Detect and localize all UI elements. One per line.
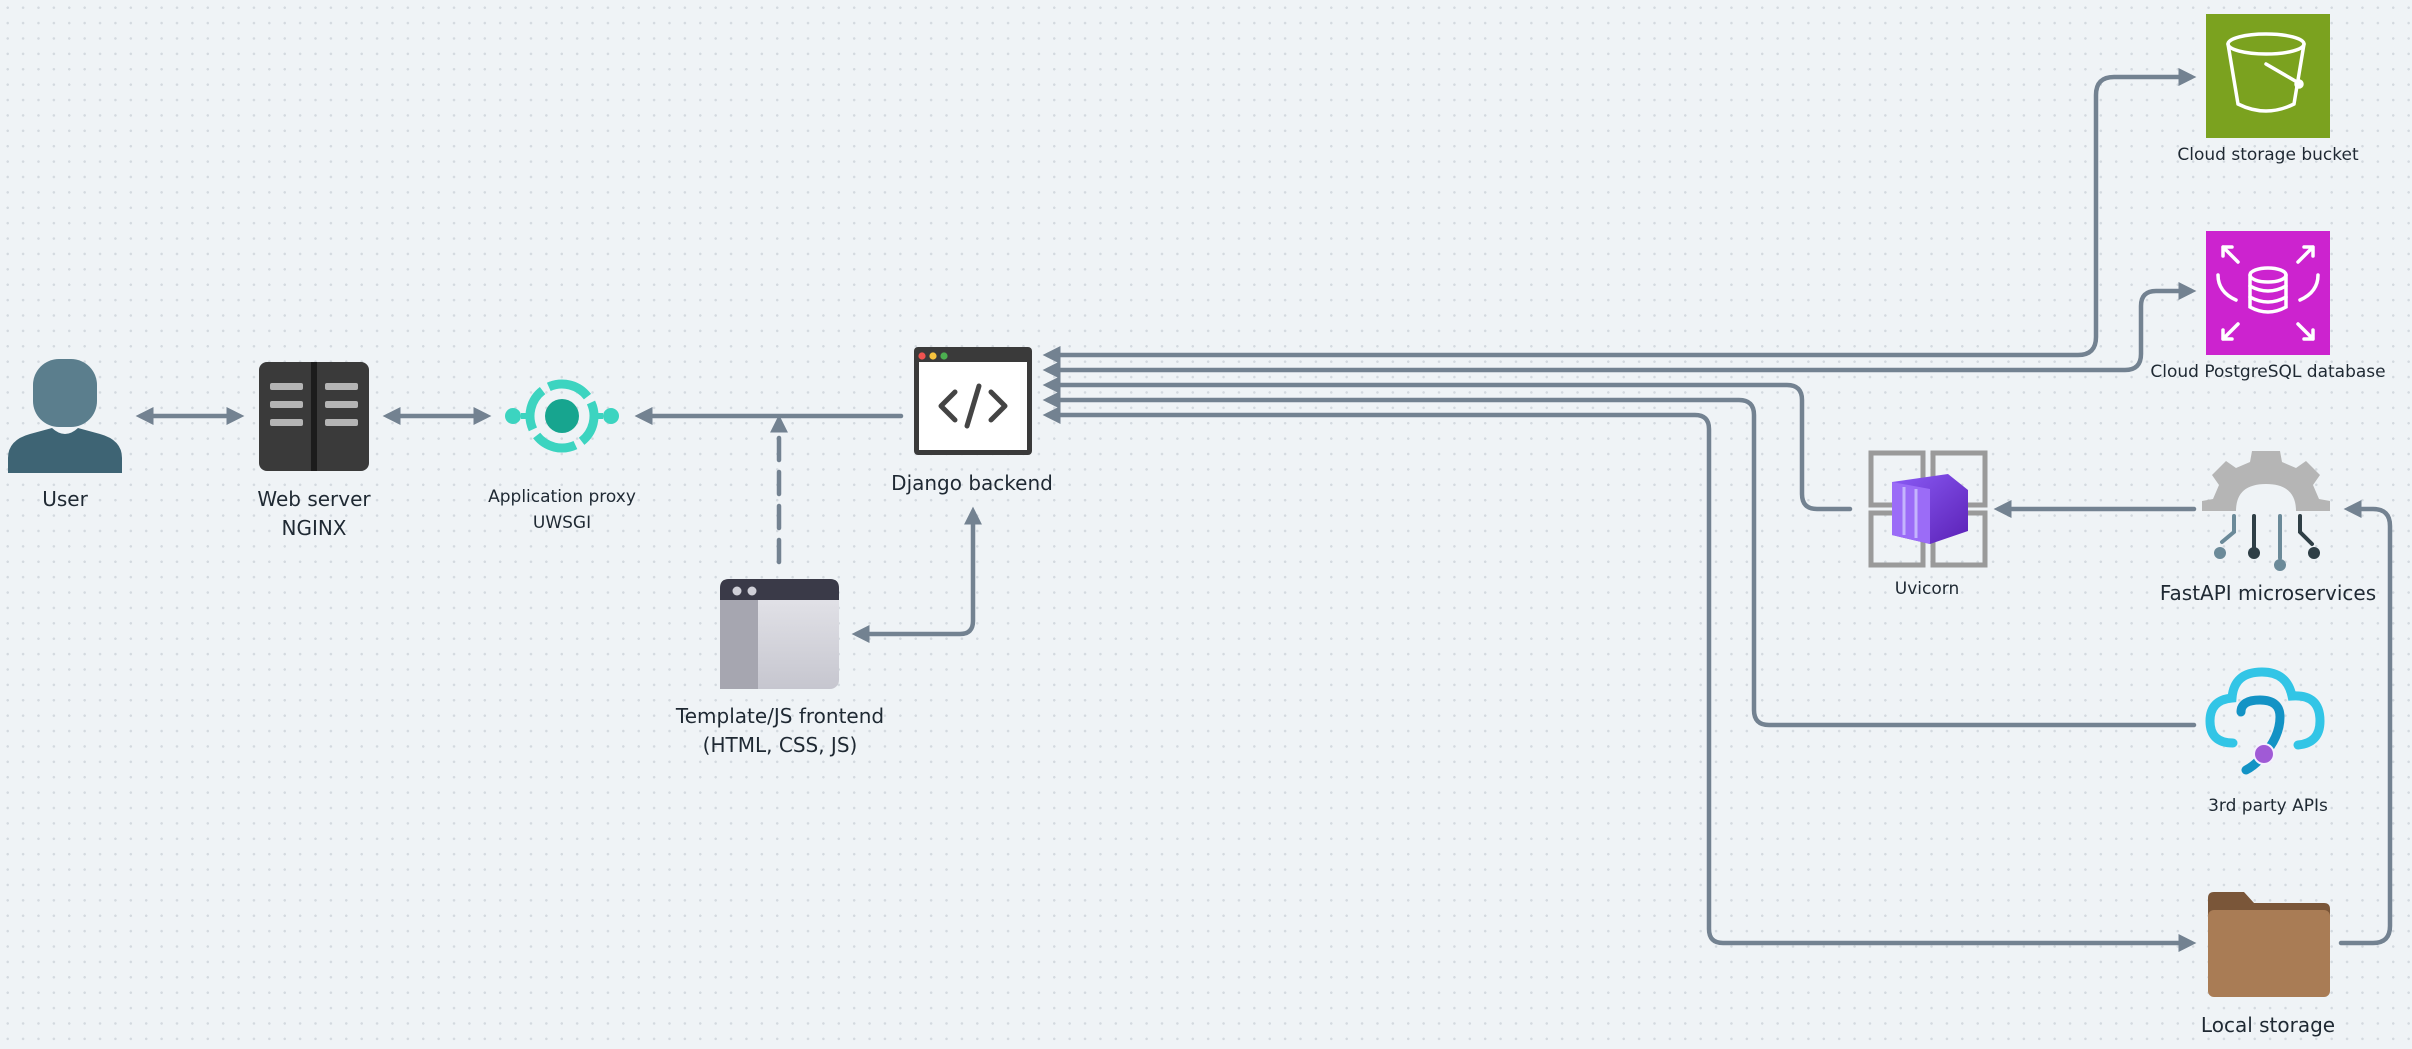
fastapi-label-text: FastAPI microservices [2159, 581, 2377, 605]
uvicorn-label: Uvicorn [1895, 577, 1959, 602]
local-storage-label-text: Local storage [2200, 1013, 2336, 1037]
apis-label-text: 3rd party APIs [2208, 796, 2328, 816]
local-storage-folder-icon [2208, 892, 2330, 997]
postgres-label: Cloud PostgreSQL database [2150, 360, 2385, 385]
edge-local-fastapi [2338, 500, 2393, 946]
edge-uvicorn-django [1042, 376, 1853, 512]
edge-django-local [1042, 406, 2197, 952]
edge-django-postgres [1042, 282, 2197, 379]
user-label-text: User [42, 487, 88, 511]
user-icon [8, 359, 122, 473]
edge-apis-django [1042, 391, 2197, 728]
bucket-label-text: Cloud storage bucket [2177, 145, 2359, 165]
uvicorn-label-text: Uvicorn [1894, 579, 1960, 599]
user-label: User [42, 485, 88, 514]
frontend-window-icon [720, 579, 839, 689]
django-label-text: Django backend [891, 471, 1053, 495]
postgres-label-text: Cloud PostgreSQL database [2150, 362, 2386, 382]
frontend-label: Template/JS frontend (HTML, CSS, JS) [676, 702, 884, 760]
django-code-window-icon [914, 347, 1032, 455]
nginx-label: Web server NGINX [257, 485, 370, 543]
uwsgi-label-line2: UWSGI [532, 512, 592, 533]
uwsgi-label: Application proxy UWSGI [488, 485, 636, 536]
uwsgi-proxy-icon [505, 379, 619, 453]
edge-frontend-django [851, 506, 982, 643]
fastapi-label: FastAPI microservices [2160, 579, 2376, 608]
nginx-label-line1: Web server [257, 487, 371, 511]
django-label: Django backend [891, 469, 1053, 498]
cloud-storage-bucket-icon [2206, 14, 2330, 138]
edge-django-bucket [1042, 68, 2197, 364]
local-storage-label: Local storage [2201, 1011, 2335, 1040]
nginx-server-icon [259, 362, 369, 471]
nginx-label-line2: NGINX [281, 516, 347, 540]
frontend-label-line1: Template/JS frontend [675, 704, 885, 728]
frontend-label-line2: (HTML, CSS, JS) [702, 733, 858, 757]
bucket-label: Cloud storage bucket [2177, 143, 2358, 168]
third-party-api-cloud-icon [2205, 667, 2325, 775]
uvicorn-icon [1868, 450, 1988, 568]
fastapi-gear-icon [2202, 451, 2330, 571]
uwsgi-label-line1: Application proxy [488, 487, 636, 507]
apis-label: 3rd party APIs [2208, 794, 2328, 819]
cloud-postgresql-icon [2206, 231, 2330, 355]
